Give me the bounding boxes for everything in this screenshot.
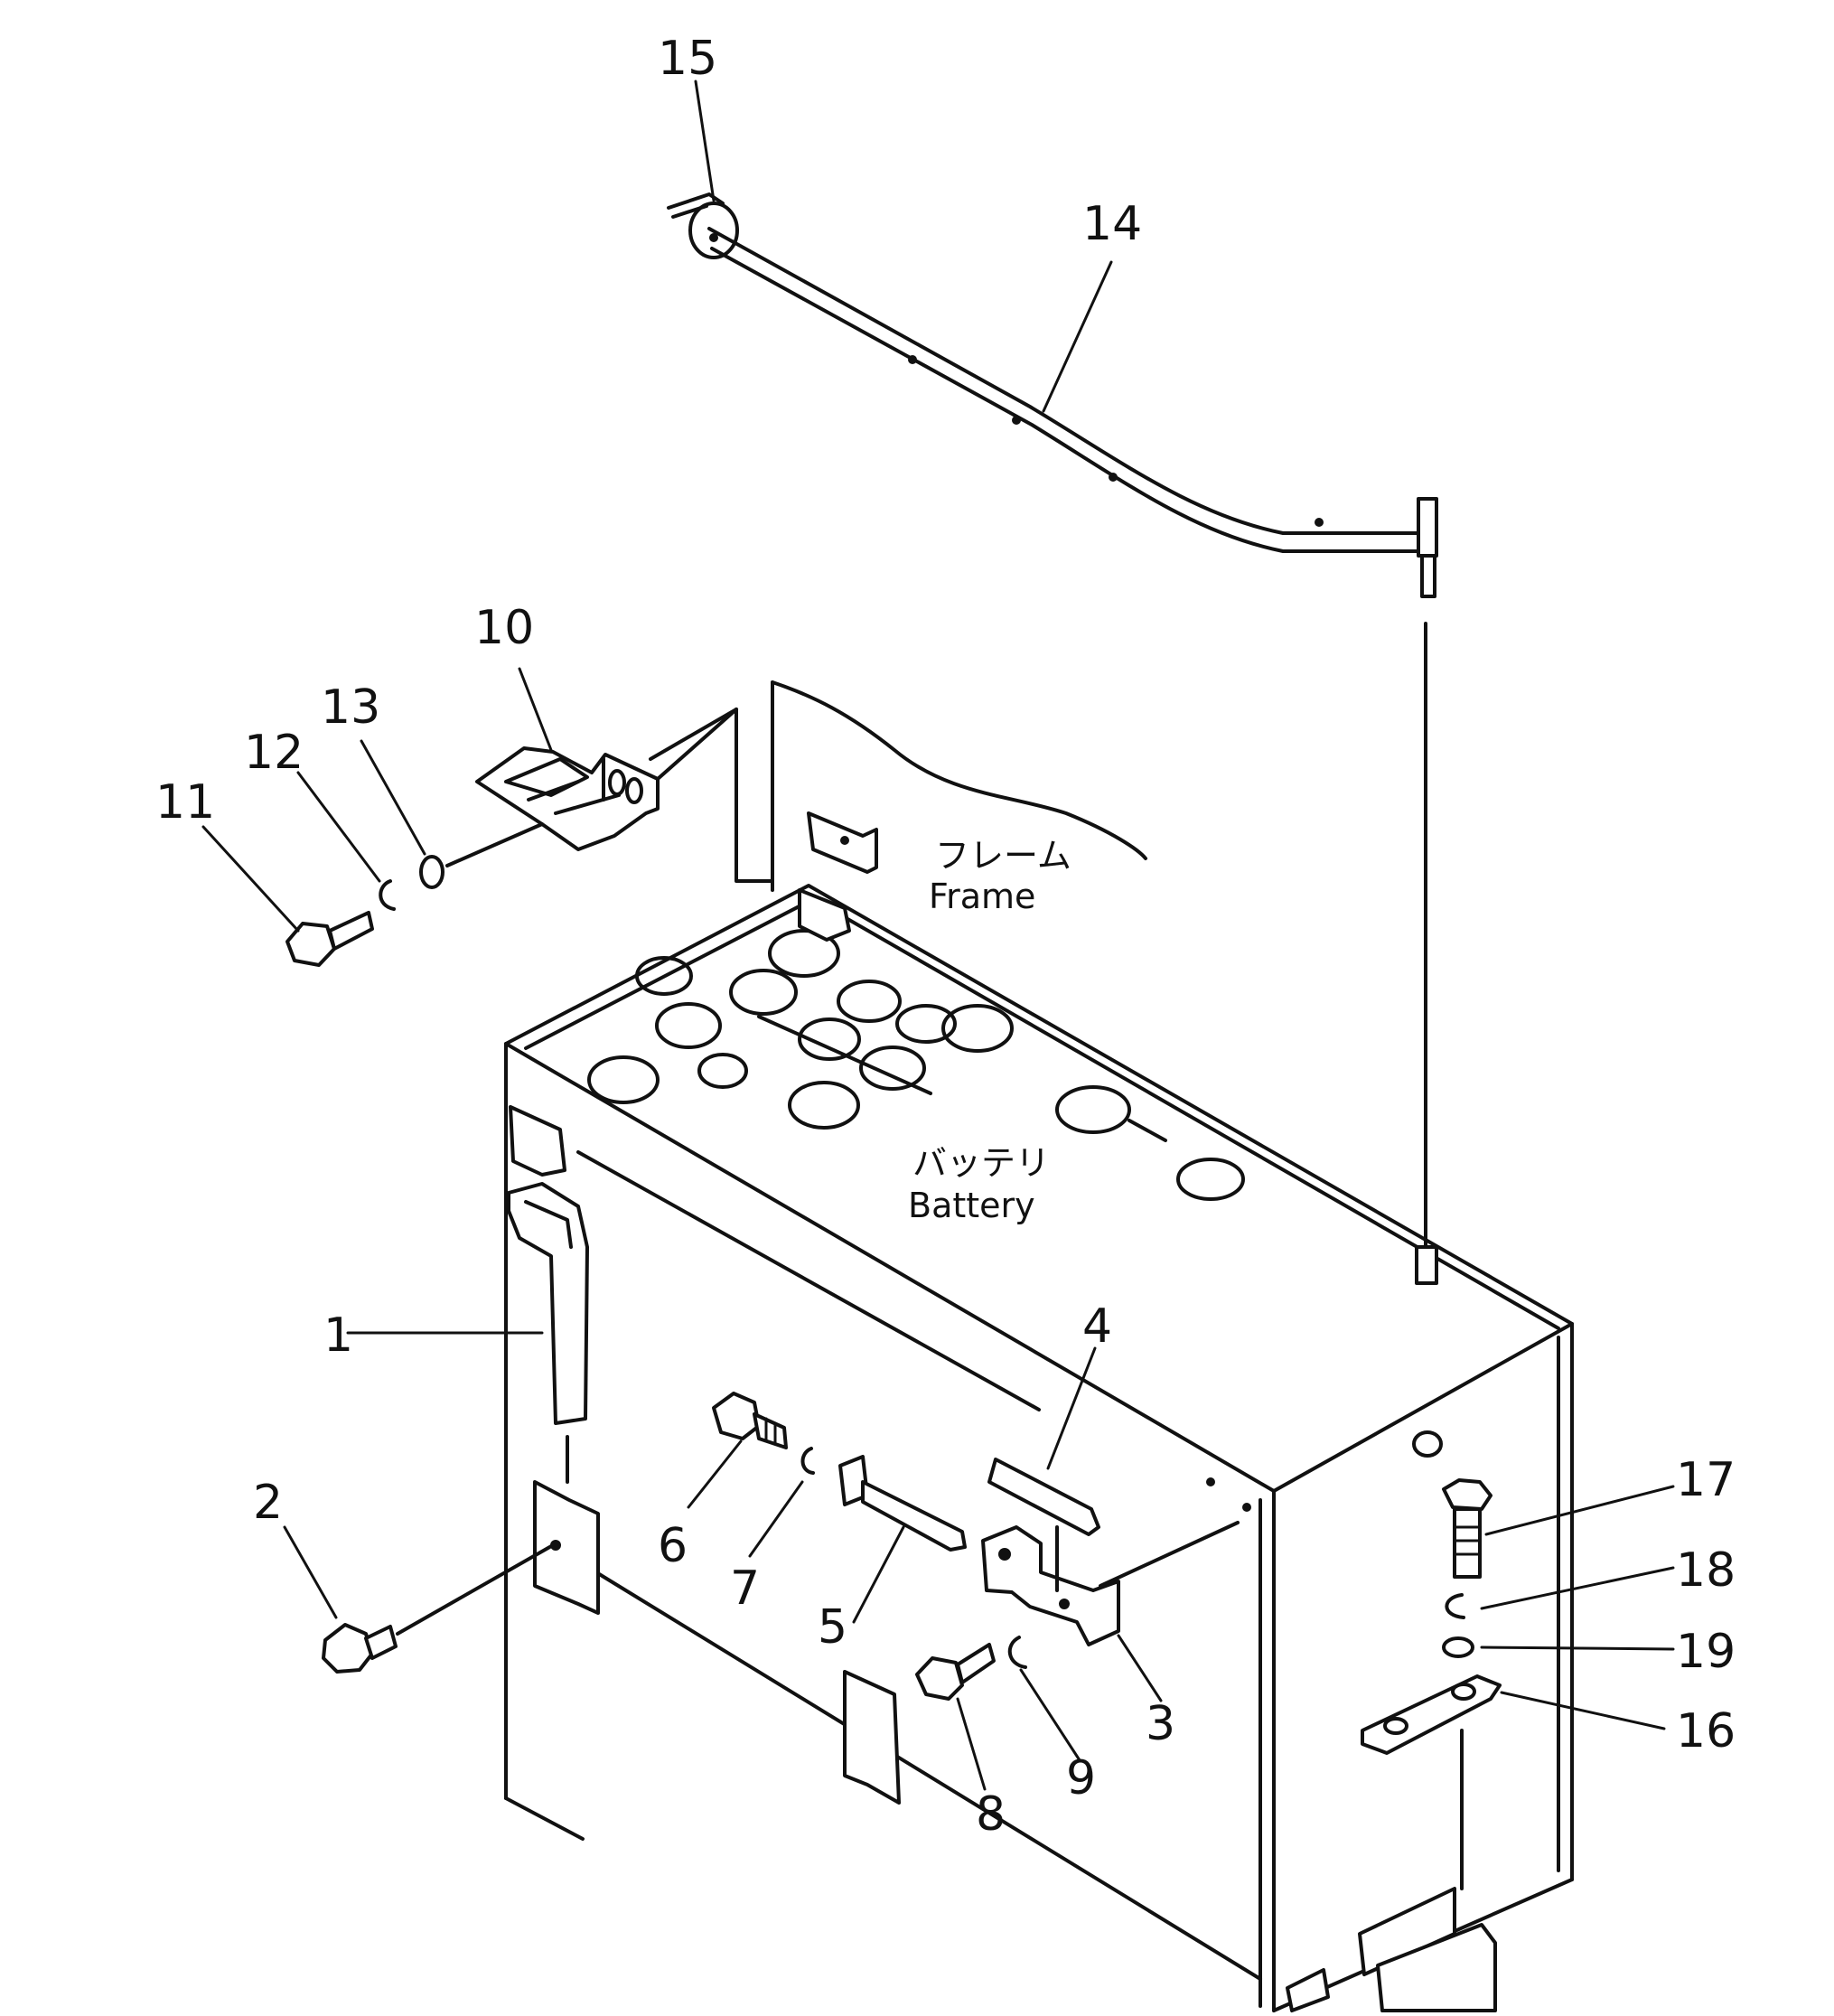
battery-label-en: Battery: [908, 1186, 1035, 1225]
callout-14: 14: [1082, 197, 1142, 251]
part-3-bracket: [981, 1521, 1240, 1646]
part-2-knob: [322, 1543, 555, 1674]
callout-7: 7: [730, 1561, 760, 1616]
text-labels: フレーム Frame バッテリ Battery: [908, 836, 1071, 1225]
callout-11: 11: [155, 775, 215, 830]
part-8-bolt: [915, 1643, 996, 1701]
part-19-washer: [1442, 1636, 1474, 1658]
part-12-washer: [379, 879, 396, 911]
callout-15: 15: [658, 32, 717, 86]
part-6-bolt: [712, 1392, 788, 1449]
battery-box: [504, 884, 1574, 2012]
part-5-long-bolt: [838, 1455, 967, 1552]
frame-label-jp: フレーム: [935, 836, 1071, 876]
callout-19: 19: [1676, 1625, 1736, 1679]
callout-13: 13: [321, 680, 380, 735]
callout-9: 9: [1066, 1751, 1096, 1805]
leader-lines: [201, 80, 1675, 1791]
part-14-rod: [707, 227, 1438, 1285]
callout-3: 3: [1146, 1697, 1175, 1751]
part-17-bolt: [1442, 1478, 1492, 1579]
callout-numbers: 1 2 3 4 5 6 7 8 9 10 11 12 13 14 15 16 1…: [155, 32, 1736, 1842]
battery-cell-caps: [587, 929, 1443, 1458]
callout-1: 1: [323, 1308, 353, 1363]
callout-5: 5: [818, 1600, 847, 1655]
callout-17: 17: [1676, 1453, 1736, 1507]
part-18-washer: [1445, 1593, 1465, 1619]
part-9-washer: [1007, 1636, 1027, 1669]
callout-8: 8: [976, 1787, 1006, 1842]
callout-4: 4: [1082, 1299, 1112, 1354]
part-10-bracket: [475, 708, 738, 851]
callout-18: 18: [1676, 1543, 1736, 1598]
part-4-pin: [987, 1458, 1100, 1592]
part-11-bolt: [285, 911, 374, 967]
part-13-washer: [419, 855, 444, 889]
part-1-handle: [507, 1182, 589, 1484]
part-7-washer: [800, 1447, 815, 1475]
frame-label-en: Frame: [929, 877, 1035, 916]
part-15-clip: [667, 192, 739, 259]
frame-wall: [649, 680, 1147, 892]
callout-16: 16: [1676, 1704, 1736, 1758]
callout-2: 2: [253, 1476, 283, 1530]
battery-label-jp: バッテリ: [912, 1143, 1050, 1183]
part-16-plate: [1361, 1674, 1502, 1890]
callout-12: 12: [244, 726, 304, 780]
callout-6: 6: [658, 1519, 688, 1573]
callout-10: 10: [474, 601, 534, 655]
